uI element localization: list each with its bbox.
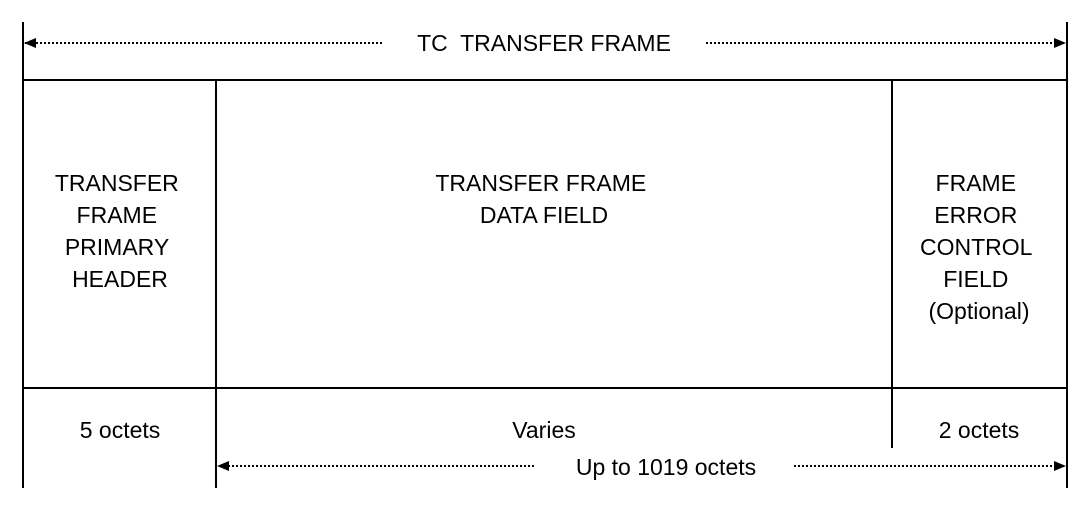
primary-header-size: 5 octets: [80, 417, 161, 443]
primary-header-label-line: TRANSFER: [55, 170, 179, 196]
primary-header-label: TRANSFER FRAME PRIMARY HEADER: [55, 170, 185, 292]
fecf-label-line: FIELD: [943, 266, 1008, 292]
fecf-label-line: (Optional): [929, 298, 1030, 324]
fecf-label: FRAME ERROR CONTROL FIELD (Optional): [920, 170, 1038, 324]
data-field-label-line: TRANSFER FRAME: [435, 170, 646, 196]
fecf-size: 2 octets: [939, 417, 1020, 443]
data-field-label-line: DATA FIELD: [480, 202, 608, 228]
fecf-label-line: ERROR: [934, 202, 1017, 228]
fecf-label-line: CONTROL: [920, 234, 1033, 260]
bottom-span-label: Up to 1019 octets: [576, 454, 756, 480]
data-field-size: Varies: [512, 417, 576, 443]
primary-header-label-line: PRIMARY: [65, 234, 169, 260]
data-field-label: TRANSFER FRAME DATA FIELD: [435, 170, 652, 228]
top-span-label: TC TRANSFER FRAME: [417, 30, 671, 56]
primary-header-label-line: HEADER: [72, 266, 168, 292]
primary-header-label-line: FRAME: [77, 202, 158, 228]
fecf-label-line: FRAME: [936, 170, 1017, 196]
